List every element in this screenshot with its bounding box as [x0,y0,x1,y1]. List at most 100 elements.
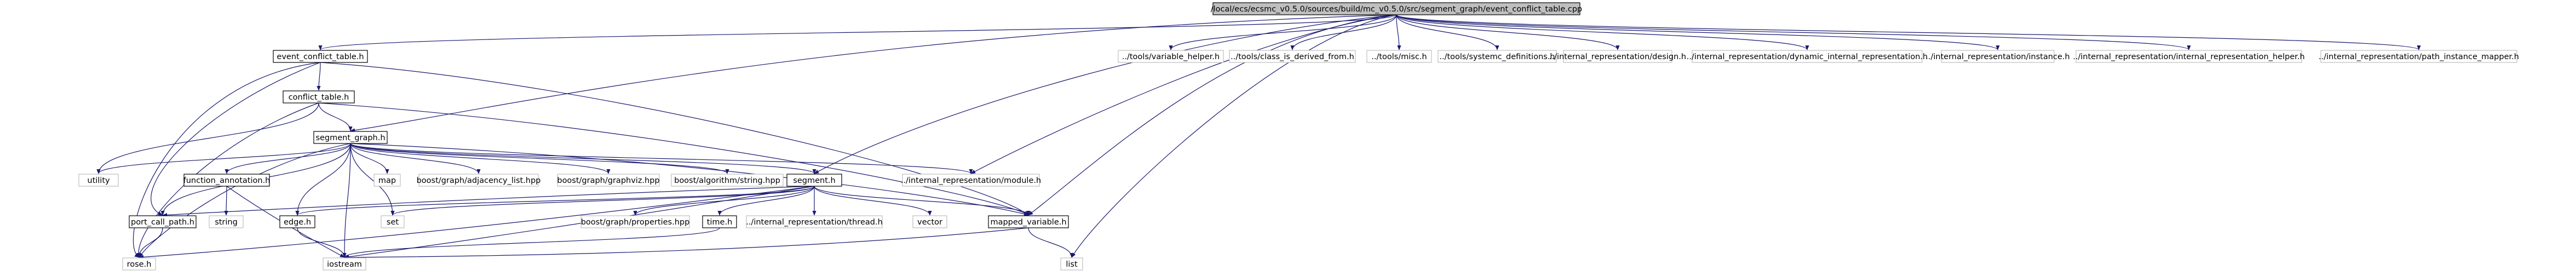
node-label-misc: ../tools/misc.h [1371,53,1427,61]
node-segment-h[interactable]: segment.h [786,174,842,187]
node-label-ir-instance: ../internal_representation/instance.h [1925,53,2069,61]
edge-root-to-ir-dynamic [1396,14,1809,50]
edge-segment-graph-h-to-graphviz [350,143,611,174]
edge-root-to-list [1071,14,1397,258]
node-label-systemc-definitions: ../tools/systemc_definitions.h [1439,53,1555,61]
edge-root-to-mapped-variable-h [1028,14,1397,216]
node-time-h[interactable]: time.h [702,215,737,228]
node-label-adjacency-list: boost/graph/adjacency_list.hpp [417,176,541,185]
edge-segment-h-to-vector [814,186,932,216]
node-box-segment-h [786,174,842,187]
node-label-port-call-path-h: port_call_path.h [131,218,194,227]
node-label-ir-thread: ../internal_representation/thread.h [746,218,883,227]
node-label-ir-dynamic: ../internal_representation/dynamic_inter… [1687,53,1928,61]
node-label-path-instance-mapper: ../internal_representation/path_instance… [2319,53,2519,61]
edge-mapped-variable-h-to-iostream [344,227,1029,260]
edge-segment-graph-h-to-iostream [342,143,351,258]
node-box-graphviz [557,174,660,187]
node-ir-instance: ../internal_representation/instance.h [1925,50,2070,63]
node-box-systemc-definitions [1438,50,1557,63]
edge-segment-h-to-mapped-variable-h [814,186,1031,216]
node-iostream: iostream [323,257,366,271]
node-variable-helper: ../tools/variable_helper.h [1118,50,1224,63]
node-label-segment-graph-h: segment_graph.h [315,134,385,142]
node-box-string [209,215,244,228]
node-box-ir-dynamic [1692,50,1923,63]
dependency-nodes: /local/ecs/ecsmc_v0.5.0/sources/build/mc… [78,2,2519,271]
node-box-ir-module [902,174,1040,187]
node-label-utility: utility [87,176,110,185]
node-label-edge-h: edge.h [284,218,311,227]
node-box-utility [78,174,119,187]
node-systemc-definitions: ../tools/systemc_definitions.h [1438,50,1557,63]
node-label-time-h: time.h [707,218,733,227]
node-event-conflict-table-h[interactable]: event_conflict_table.h [273,50,368,63]
node-box-ir-instance [1941,50,2055,63]
node-algorithm-string: boost/algorithm/string.hpp [671,174,784,187]
node-ir-design: ../internal_representation/design.h [1549,50,1686,63]
edge-root-to-systemc-definitions [1396,14,1499,50]
edge-conflict-table-h-to-utility [96,102,319,174]
node-box-algorithm-string [671,174,784,187]
edge-segment-graph-h-to-ir-module [350,143,973,174]
edge-root-to-ir-module [970,14,1397,174]
edge-segment-graph-h-to-utility [96,143,351,174]
node-label-variable-helper: ../tools/variable_helper.h [1122,53,1220,61]
node-box-mapped-variable-h [988,215,1069,228]
node-path-instance-mapper: ../internal_representation/path_instance… [2319,50,2519,63]
edge-root-to-ir-design [1396,14,1620,50]
node-label-class-is-derived: ../tools/class_is_derived_from.h [1231,53,1354,61]
edge-segment-graph-h-to-function-annotation-h [225,143,351,174]
node-set: set [381,215,405,228]
edge-root-to-ir-instance [1396,14,2000,50]
node-box-edge-h [279,215,315,228]
node-label-ir-module: ../internal_representation/module.h [901,176,1041,185]
node-label-ir-helper: ../internal_representation/internal_repr… [2073,53,2304,61]
edge-segment-graph-h-to-map [350,143,389,174]
edge-conflict-table-h-to-segment-graph-h [318,102,353,131]
node-label-map: map [378,176,396,185]
node-list: list [1060,257,1083,271]
edge-port-call-path-h-to-rose-h [137,227,163,258]
node-box-vector [912,215,947,228]
node-ir-dynamic: ../internal_representation/dynamic_inter… [1687,50,1928,63]
node-mapped-variable-h[interactable]: mapped_variable.h [988,215,1069,228]
node-label-string: string [215,218,238,227]
node-box-properties [580,215,690,228]
edge-segment-h-to-rose-h [139,186,815,259]
node-label-mapped-variable-h: mapped_variable.h [990,218,1066,227]
node-string: string [209,215,244,228]
node-box-rose-h [122,257,156,271]
node-adjacency-list: boost/graph/adjacency_list.hpp [417,174,541,187]
edge-segment-graph-h-to-rose-h [139,143,351,258]
node-vector: vector [912,215,947,228]
node-function-annotation-h[interactable]: function_annotation.h [183,174,271,187]
node-conflict-table-h[interactable]: conflict_table.h [283,90,355,104]
node-rose-h: rose.h [122,257,156,271]
node-label-graphviz: boost/graph/graphviz.hpp [557,176,659,185]
edge-segment-graph-h-to-segment-h [350,143,817,174]
node-box-map [373,174,401,187]
node-box-ir-design [1563,50,1672,63]
edge-edge-h-to-iostream [297,227,347,258]
node-label-set: set [387,218,399,227]
edge-mapped-variable-h-to-list [1028,227,1074,258]
node-utility: utility [78,174,119,187]
node-box-ir-thread [746,215,883,228]
node-edge-h[interactable]: edge.h [279,215,315,228]
node-label-segment-h: segment.h [793,176,835,185]
node-box-segment-graph-h [313,131,388,144]
edge-time-h-to-iostream [342,227,720,258]
node-ir-helper: ../internal_representation/internal_repr… [2073,50,2305,63]
node-port-call-path-h[interactable]: port_call_path.h [129,215,197,228]
edge-root-to-misc [1396,14,1401,50]
edge-function-annotation-h-to-string [224,186,228,216]
node-box-list [1060,257,1083,271]
edge-segment-h-to-port-call-path-h [162,186,815,217]
node-root[interactable]: /local/ecs/ecsmc_v0.5.0/sources/build/mc… [1211,2,1582,15]
node-segment-graph-h[interactable]: segment_graph.h [313,131,388,144]
edge-segment-h-to-time-h [717,186,815,216]
node-box-misc [1366,50,1432,63]
node-label-rose-h: rose.h [127,260,152,269]
